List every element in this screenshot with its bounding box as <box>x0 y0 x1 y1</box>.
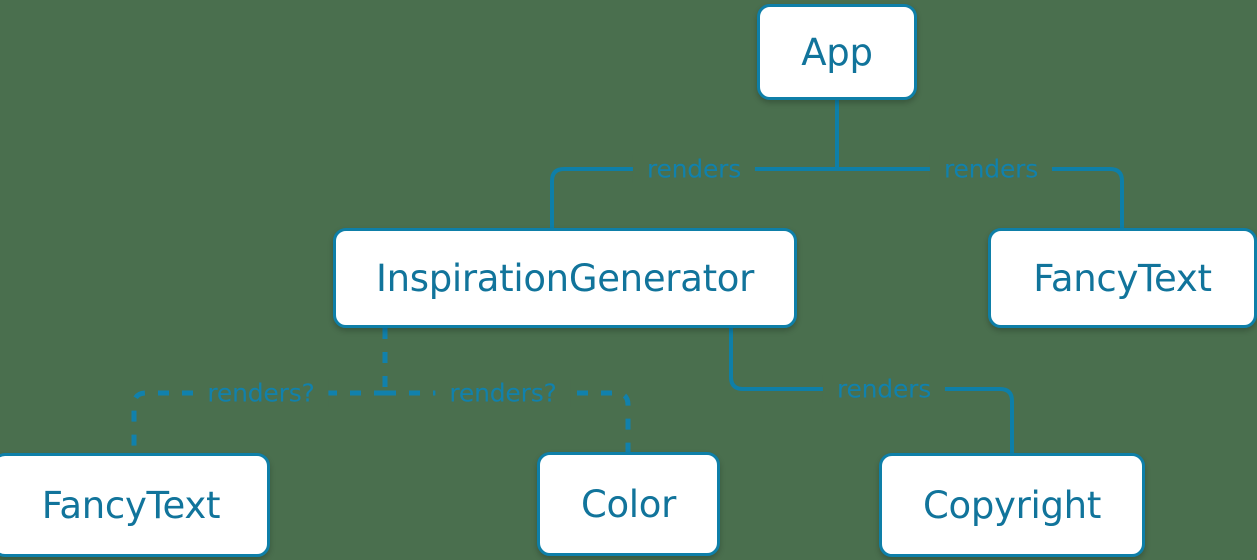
edge-inspirationgenerator-to-color <box>385 390 631 454</box>
edge-label-inspirationgenerator-to-copyright: renders <box>822 374 946 404</box>
node-color-label: Color <box>580 482 677 526</box>
edge-label-inspirationgenerator-to-fancytext-bottom: renders? <box>193 378 329 408</box>
node-copyright[interactable]: Copyright <box>879 453 1145 557</box>
node-color[interactable]: Color <box>537 452 720 556</box>
edge-label-app-to-fancytext-top: renders <box>929 154 1053 184</box>
edge-label-text: renders? <box>449 378 557 408</box>
edge-label-text: renders? <box>207 378 315 408</box>
node-fancytext-bottom-label: FancyText <box>41 483 221 527</box>
node-fancytext-top[interactable]: FancyText <box>988 228 1257 328</box>
node-inspirationgenerator[interactable]: InspirationGenerator <box>333 228 797 328</box>
edge-label-text: renders <box>646 154 742 184</box>
node-fancytext-top-label: FancyText <box>1033 256 1212 300</box>
node-copyright-label: Copyright <box>922 483 1102 527</box>
edge-label-app-to-inspirationgenerator: renders <box>632 154 756 184</box>
node-inspirationgenerator-label: InspirationGenerator <box>375 256 755 300</box>
node-fancytext-bottom[interactable]: FancyText <box>0 453 270 557</box>
edge-inspirationgenerator-to-fancytext-bottom <box>131 390 385 455</box>
edge-app-to-inspirationgenerator <box>550 167 837 230</box>
node-app[interactable]: App <box>757 4 917 100</box>
edge-app-to-fancytext-top <box>837 167 1124 230</box>
edge-label-inspirationgenerator-to-color: renders? <box>435 378 571 408</box>
edge-label-text: renders <box>943 154 1039 184</box>
node-app-label: App <box>801 30 873 74</box>
edge-label-text: renders <box>836 374 932 404</box>
